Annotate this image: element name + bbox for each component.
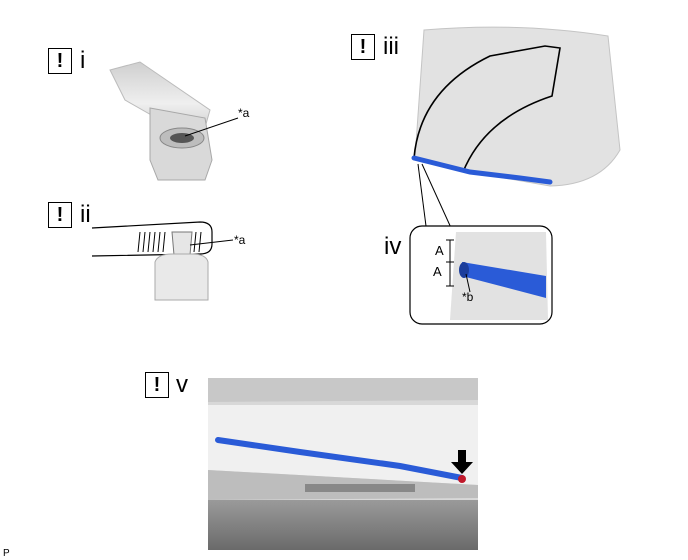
warning-icon: ! bbox=[48, 202, 72, 228]
callout-a: *a bbox=[238, 106, 250, 120]
wiper-arm-illustration bbox=[109, 61, 239, 181]
windshield-illustration bbox=[411, 26, 621, 231]
detail-view-iv bbox=[409, 225, 553, 325]
step-label-iv: iv bbox=[384, 233, 402, 260]
step-label-v: v bbox=[176, 371, 188, 398]
figure-code: P bbox=[3, 548, 10, 559]
pivot-shaft-illustration bbox=[91, 221, 234, 301]
callout-a: *a bbox=[234, 233, 246, 247]
callout-b: *b bbox=[462, 290, 474, 304]
dimension-label-a: A bbox=[433, 264, 442, 279]
warning-icon: ! bbox=[48, 48, 72, 74]
down-arrow-icon bbox=[451, 450, 473, 474]
step-label-i: i bbox=[80, 47, 86, 74]
vehicle-cowl-illustration bbox=[208, 378, 478, 550]
dimension-label-a: A bbox=[435, 243, 444, 258]
warning-icon: ! bbox=[145, 372, 169, 398]
warning-icon: ! bbox=[351, 34, 375, 60]
step-label-iii: iii bbox=[383, 33, 399, 60]
step-label-ii: ii bbox=[80, 201, 91, 228]
